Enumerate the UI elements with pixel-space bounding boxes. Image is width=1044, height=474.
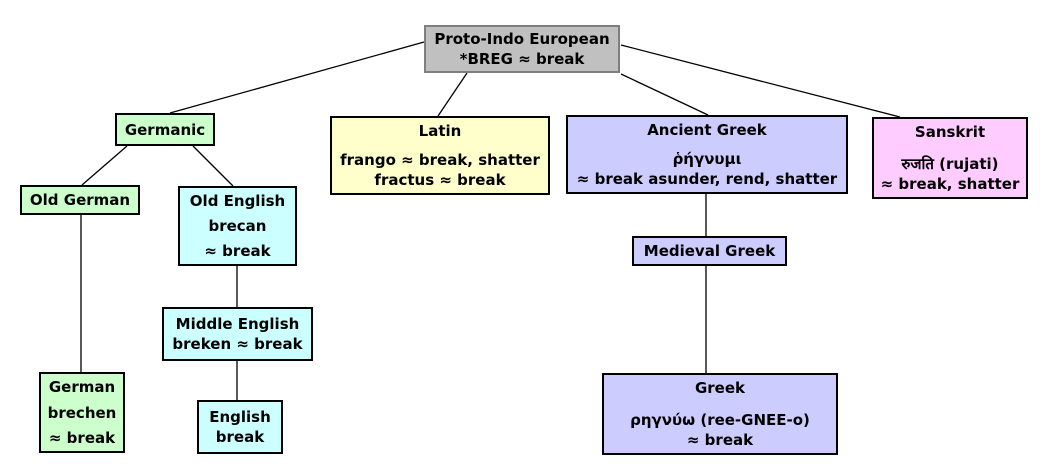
node-germanic: Germanic [115,113,215,146]
node-middle-english-title: Middle English [175,315,300,333]
node-latin-line-1: frango ≈ break, shatter [340,151,540,169]
node-german-title: German [48,378,116,396]
node-greek-line-2: ≈ break [686,431,754,449]
edge-germanic--old-german [81,145,128,186]
node-latin-gloss: frango ≈ break, shatter fractus ≈ break [340,150,540,190]
node-sanskrit: Sanskrit रुजति (rujati) ≈ break, shatter [872,117,1028,199]
node-old-english-line-1: brecan [208,217,267,235]
node-german: German brechen ≈ break [39,372,125,453]
node-medieval-greek-title: Medieval Greek [643,242,776,260]
node-greek-title: Greek [694,379,746,397]
node-ancient-greek-title: Ancient Greek [647,121,767,139]
node-latin-title: Latin [418,122,462,140]
node-sanskrit-gloss: रुजति (rujati) ≈ break, shatter [881,154,1020,194]
node-medieval-greek: Medieval Greek [632,236,787,266]
node-greek-gloss: ρηγνύω (ree-GNEE-o) ≈ break [630,410,810,450]
node-sanskrit-line-1: रुजति (rujati) [901,155,999,173]
node-ancient-greek-gloss: ῥήγνυμι ≈ break asunder, rend, shatter [577,149,837,189]
node-germanic-title: Germanic [124,120,206,139]
node-old-english: Old English brecan ≈ break [178,186,297,266]
edge-germanic--old-english [192,145,234,187]
node-proto-indo-european: Proto-Indo European *BREG ≈ break [424,25,620,73]
edge-proto-indo-european--latin [437,72,468,117]
node-middle-english-line-1: breken ≈ break [172,335,303,353]
node-german-line-2: ≈ break [48,429,116,447]
node-ancient-greek-line-2: ≈ break asunder, rend, shatter [576,170,838,188]
node-sanskrit-title: Sanskrit [914,123,986,141]
node-proto-indo-european-line-1: *BREG ≈ break [459,50,585,68]
node-old-german: Old German [20,185,140,215]
node-latin-line-2: fractus ≈ break [374,171,506,189]
edge-proto-indo-european--sanskrit [620,44,901,118]
node-sanskrit-line-2: ≈ break, shatter [880,175,1020,193]
node-middle-english: Middle English breken ≈ break [162,307,313,361]
node-english-line-1: break [215,428,265,446]
node-old-english-line-2: ≈ break [204,242,271,260]
node-english-title: English [209,408,271,426]
node-old-english-title: Old English [189,192,286,210]
edge-proto-indo-european--ancient-greek [620,73,709,116]
node-greek-line-1: ρηγνύω (ree-GNEE-o) [630,411,810,429]
node-proto-indo-european-title: Proto-Indo European [434,30,610,48]
node-greek: Greek ρηγνύω (ree-GNEE-o) ≈ break [602,373,838,455]
node-latin: Latin frango ≈ break, shatter fractus ≈ br… [330,116,550,195]
node-german-line-1: brechen [47,403,117,422]
edge-proto-indo-european--germanic [169,41,425,114]
node-ancient-greek-line-1: ῥήγνυμι [672,150,742,168]
node-english: English break [197,400,283,454]
node-ancient-greek: Ancient Greek ῥήγνυμι ≈ break asunder, ren… [566,115,848,194]
node-old-german-title: Old German [29,191,131,209]
